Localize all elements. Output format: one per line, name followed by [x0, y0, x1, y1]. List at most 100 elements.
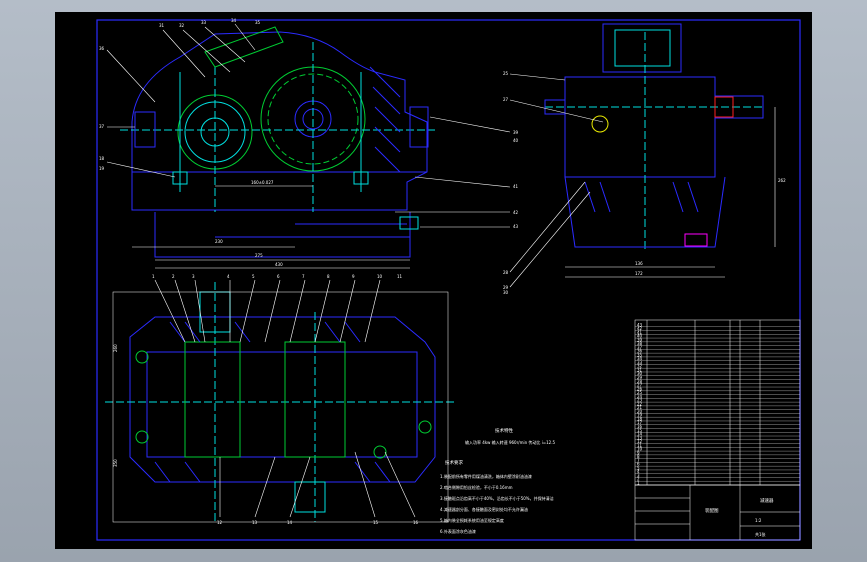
bom-row-number: 37 — [637, 345, 643, 350]
balloon-label: 36 — [99, 46, 105, 51]
balloon-label: 29 — [503, 285, 509, 290]
side-magenta-part — [684, 233, 708, 247]
side-shaft-left — [544, 99, 566, 115]
leader-line — [414, 176, 511, 188]
bom-row-number: 30 — [637, 371, 643, 376]
bolt-nut-2 — [353, 171, 369, 185]
drain-plug — [399, 216, 419, 230]
leaders-front — [106, 23, 511, 228]
balloon-label: 43 — [513, 224, 519, 229]
leader-line — [264, 279, 281, 343]
bom-row-number: 14 — [637, 432, 643, 437]
bom-row-number: 20 — [637, 409, 643, 414]
balloon-label: 39 — [513, 130, 519, 135]
bom-row-number: 9 — [637, 450, 640, 455]
leader-line — [106, 49, 156, 103]
leader-line — [154, 279, 186, 343]
plan-outline — [129, 316, 436, 483]
balloon-label: 1 — [152, 274, 155, 279]
bom-row-number: 13 — [637, 435, 643, 440]
leaders-plan — [154, 279, 416, 518]
leader-line — [384, 451, 416, 518]
plan-bolt-2 — [135, 430, 149, 444]
dim-plan-1: 260 — [113, 344, 118, 352]
bom-row-number: 31 — [637, 367, 643, 372]
balloon-label: 4 — [227, 274, 230, 279]
dim-front-2: 275 — [255, 253, 263, 258]
balloon-label: 30 — [503, 290, 509, 295]
balloon-label: 10 — [377, 274, 383, 279]
bom-row-number: 25 — [637, 390, 643, 395]
leader-line — [254, 456, 276, 518]
balloon-label: 15 — [373, 520, 379, 525]
leader-line — [204, 26, 246, 63]
balloon-label: 14 — [287, 520, 293, 525]
bom-row-number: 29 — [637, 375, 643, 380]
sheet-background — [55, 12, 812, 549]
balloon-label: 42 — [513, 210, 519, 215]
balloon-label: 34 — [231, 18, 237, 23]
base-inner — [215, 212, 411, 238]
bom-row-number: 28 — [637, 379, 643, 384]
plan-output-shaft-bottom — [294, 481, 326, 513]
bom-row-number: 42 — [637, 326, 643, 331]
leader-line — [234, 23, 256, 51]
tech-req-item: 1.装配前所有零件用煤油清洗，箱体内壁涂耐油油漆 — [440, 473, 532, 479]
bearing-cap-left — [134, 111, 156, 148]
balloon-label: 2 — [172, 274, 175, 279]
balloon-label: 5 — [252, 274, 255, 279]
title-scale: 1:2 — [755, 518, 762, 523]
bom-row-number: 41 — [637, 330, 643, 335]
housing-hatch — [369, 66, 401, 173]
tech-spec-heading: 技术特性 — [495, 427, 513, 434]
balloon-label: 7 — [302, 274, 305, 279]
balloon-label: 3 — [192, 274, 195, 279]
bom-row-number: 15 — [637, 428, 643, 433]
leader-line — [182, 29, 231, 73]
bom-row-number: 24 — [637, 394, 643, 399]
plan-bolt-3 — [418, 420, 432, 434]
dim-front-1: 230 — [215, 239, 223, 244]
bom-row-number: 11 — [637, 443, 643, 448]
side-housing — [564, 76, 716, 178]
bom-row-number: 32 — [637, 364, 643, 369]
bom-row-number: 22 — [637, 401, 643, 406]
side-base — [564, 176, 726, 248]
bom-row-number: 33 — [637, 360, 643, 365]
leader-line — [364, 279, 381, 343]
balloon-label: 8 — [327, 274, 330, 279]
bom-row-number: 34 — [637, 356, 643, 361]
tech-req-item: 4.减速器剖分面、各接触面及密封处均不允许漏油 — [440, 506, 528, 512]
leader-line — [289, 456, 311, 518]
balloon-label: 18 — [99, 156, 105, 161]
leader-line — [509, 191, 591, 288]
title-name-right: 减速器 — [760, 497, 774, 504]
tech-req-item: 2.啮合侧隙用铅丝检验，不小于0.16mm — [440, 484, 513, 490]
side-hatch — [584, 181, 699, 213]
bom-row-number: 27 — [637, 383, 643, 388]
side-bearing-left — [591, 115, 609, 133]
balloon-label: 16 — [413, 520, 419, 525]
dim-front-4: 160±0.027 — [251, 180, 274, 185]
side-view — [544, 23, 776, 278]
leader-line — [509, 73, 566, 81]
leader-line — [174, 279, 196, 343]
dim-side-1: 136 — [635, 261, 643, 266]
front-view — [120, 26, 435, 269]
title-name-left: 装配图 — [705, 507, 719, 514]
tech-req-item: 6.外表面涂灰色油漆 — [440, 528, 476, 534]
dim-side-2: 172 — [635, 271, 643, 276]
side-seal — [714, 96, 734, 118]
bom-row-number: 17 — [637, 420, 643, 425]
bom-row-number: 36 — [637, 349, 643, 354]
balloon-label: 33 — [201, 20, 207, 25]
bom-row-number: 16 — [637, 424, 643, 429]
bom-row-number: 12 — [637, 439, 643, 444]
bom-row-number: 1 — [637, 481, 640, 486]
tech-req-heading: 技术要求 — [445, 459, 463, 466]
bom-row-number: 6 — [637, 462, 640, 467]
